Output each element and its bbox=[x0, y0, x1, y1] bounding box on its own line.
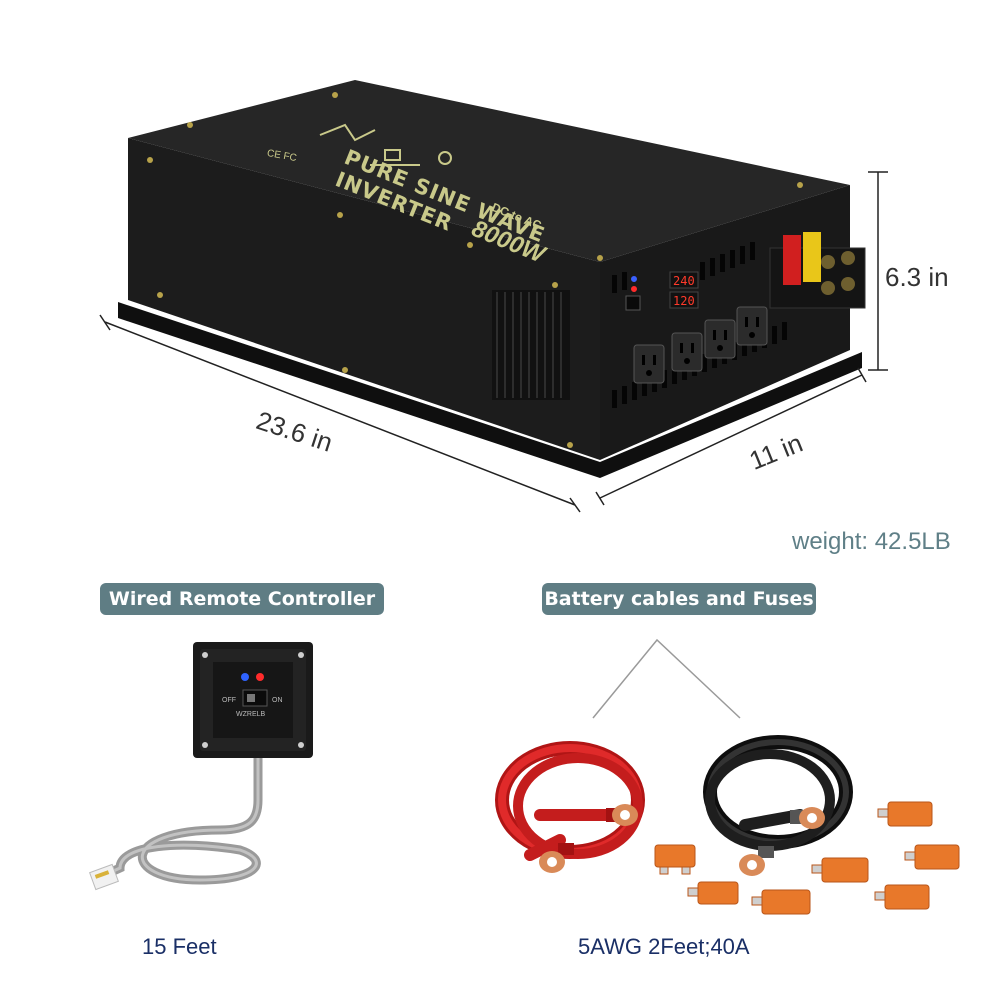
black-cable-lugs bbox=[739, 807, 825, 876]
power-led-icon bbox=[631, 276, 637, 282]
rj45-plug bbox=[89, 863, 119, 891]
weight-label: weight: 42.5LB bbox=[792, 528, 951, 555]
depth-dimension-line bbox=[599, 374, 863, 499]
fault-led-icon bbox=[631, 286, 637, 292]
inverter-side-face bbox=[128, 138, 600, 460]
remote-on-label: ON bbox=[272, 697, 283, 704]
cables-spec-caption: 5AWG 2Feet;40A bbox=[578, 934, 750, 959]
fuse-icon bbox=[877, 801, 933, 827]
dc-terminals bbox=[769, 232, 866, 309]
display-top-text: 240 bbox=[673, 274, 695, 288]
red-cable-lugs bbox=[539, 804, 638, 873]
inverter-top-face bbox=[128, 80, 850, 262]
remote-brand-label: WZRELB bbox=[236, 711, 266, 718]
ac-outlet bbox=[704, 319, 736, 359]
height-label: 6.3 in bbox=[885, 262, 949, 292]
remote-fault-led-icon bbox=[256, 673, 264, 681]
heading-connector-line bbox=[592, 638, 741, 719]
side-vent-grille bbox=[492, 290, 570, 400]
fuse-icon bbox=[751, 889, 811, 915]
ac-outlet bbox=[633, 344, 665, 384]
top-print bbox=[319, 123, 452, 166]
inverter-base bbox=[118, 302, 862, 478]
remote-length-caption: 15 Feet bbox=[142, 934, 217, 959]
ac-outlet bbox=[671, 332, 703, 372]
remote-power-led-icon bbox=[241, 673, 249, 681]
power-switch bbox=[625, 295, 641, 311]
ac-outlets bbox=[633, 306, 768, 384]
remote-off-label: OFF bbox=[222, 697, 236, 704]
voltage-displays: 240 120 bbox=[669, 271, 699, 309]
cables-heading: Battery cables and Fuses bbox=[542, 583, 816, 615]
display-bottom-text: 120 bbox=[673, 294, 695, 308]
ac-outlet bbox=[736, 306, 768, 346]
fuse-icon bbox=[654, 844, 696, 875]
remote-heading: Wired Remote Controller bbox=[100, 583, 384, 615]
fuse-icon bbox=[811, 857, 869, 883]
black-cable bbox=[703, 735, 853, 851]
length-dimension-line bbox=[104, 321, 576, 506]
screws bbox=[147, 92, 803, 448]
red-cable bbox=[495, 741, 645, 861]
fuse-icon bbox=[904, 844, 960, 870]
fuses bbox=[654, 801, 960, 915]
fuse-icon bbox=[687, 881, 739, 905]
fuse-icon bbox=[874, 884, 930, 910]
